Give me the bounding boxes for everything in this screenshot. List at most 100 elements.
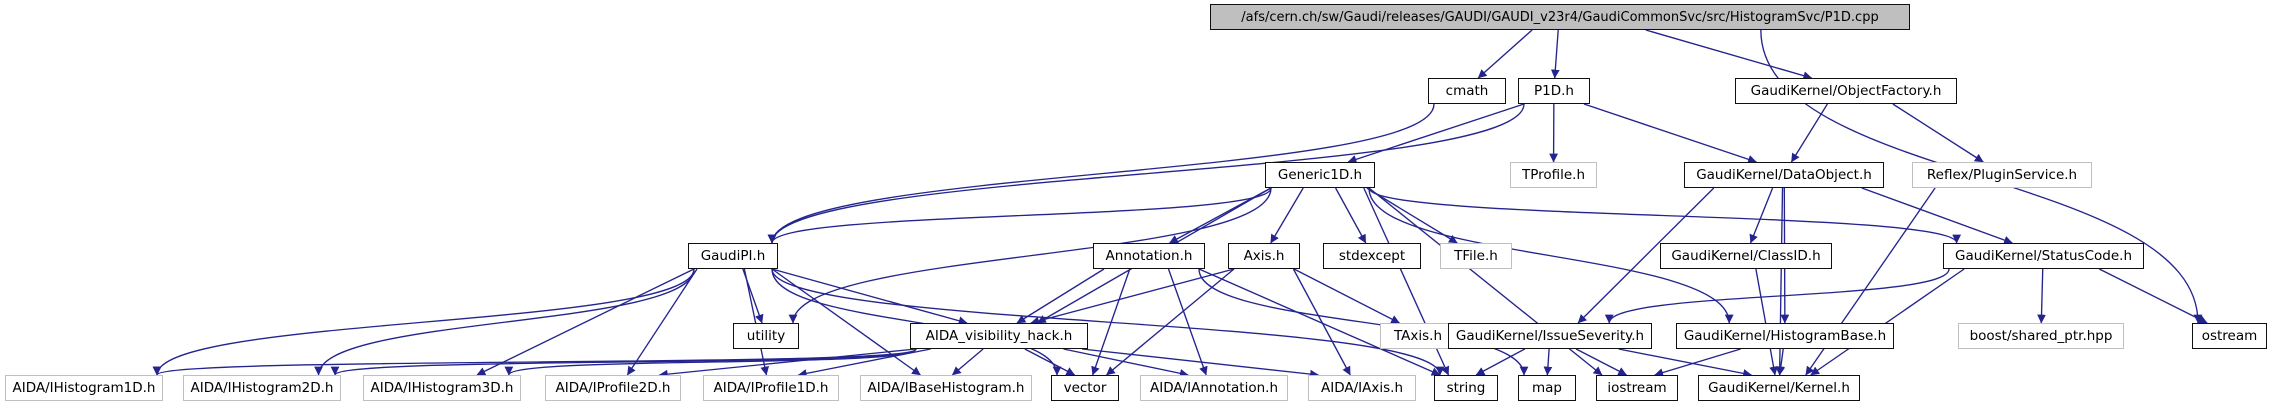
graph-edge-p1dcpp-to-objfactory: [1645, 29, 1813, 80]
graph-node-label: AIDA/IHistogram3D.h: [370, 380, 514, 396]
graph-node-ihist2d[interactable]: AIDA/IHistogram2D.h: [183, 375, 341, 401]
graph-node-utility[interactable]: utility: [733, 323, 799, 349]
graph-edge-p1dh-to-gaudipi: [767, 103, 1525, 244]
graph-edge-axish-to-iaxis: [1292, 268, 1351, 376]
graph-edge-axish-to-vector: [1106, 268, 1235, 376]
graph-edge-axish-to-avhack: [1030, 268, 1235, 326]
graph-edge-dataobject-to-issueseverity: [1577, 187, 1715, 324]
graph-node-ibasehist[interactable]: AIDA/IBaseHistogram.h: [860, 375, 1032, 401]
graph-node-stdexcept[interactable]: stdexcept: [1323, 243, 1421, 269]
graph-edge-generic1d-to-stdexcept: [1335, 187, 1367, 244]
graph-edge-statuscode-to-ostream: [2098, 268, 2208, 324]
graph-edge-generic1d-to-axish: [1270, 187, 1304, 244]
graph-node-label: GaudiKernel/DataObject.h: [1696, 167, 1872, 183]
graph-node-iostream[interactable]: iostream: [1596, 375, 1678, 401]
graph-node-p1dh[interactable]: P1D.h: [1518, 78, 1590, 104]
graph-edge-gaudipi-to-iprof1d: [743, 268, 770, 376]
graph-node-tfile[interactable]: TFile.h: [1440, 243, 1512, 269]
graph-node-iprof2d[interactable]: AIDA/IProfile2D.h: [545, 375, 681, 401]
graph-edge-annotation-to-string: [1198, 268, 1441, 376]
graph-edge-issueseverity-to-string: [1475, 348, 1526, 376]
graph-edge-objfactory-to-dataobject: [1790, 103, 1828, 163]
graph-node-p1dcpp[interactable]: /afs/cern.ch/sw/Gaudi/releases/GAUDI/GAU…: [1210, 4, 1910, 30]
graph-node-iannotation[interactable]: AIDA/IAnnotation.h: [1140, 375, 1288, 401]
graph-node-histogrambase[interactable]: GaudiKernel/HistogramBase.h: [1676, 323, 1894, 349]
graph-node-label: Reflex/PluginService.h: [1926, 167, 2078, 183]
graph-edge-p1dh-to-dataobject: [1583, 103, 1757, 164]
graph-node-label: Axis.h: [1243, 248, 1285, 264]
graph-edge-avhack-to-ihist3d: [504, 348, 917, 376]
graph-node-vector[interactable]: vector: [1051, 375, 1119, 401]
graph-node-annotation[interactable]: Annotation.h: [1093, 243, 1205, 269]
graph-node-label: GaudiKernel/ObjectFactory.h: [1750, 83, 1942, 99]
graph-node-label: GaudiKernel/StatusCode.h: [1955, 248, 2132, 264]
graph-node-issueseverity[interactable]: GaudiKernel/IssueSeverity.h: [1448, 323, 1652, 349]
graph-edge-statuscode-to-issueseverity: [1604, 268, 1950, 324]
graph-edge-annotation-to-iannotation: [1167, 268, 1208, 376]
graph-edge-p1dcpp-to-p1dh: [1550, 29, 1560, 79]
graph-node-statuscode[interactable]: GaudiKernel/StatusCode.h: [1943, 243, 2144, 269]
graph-node-label: string: [1446, 380, 1486, 396]
graph-node-label: AIDA/IProfile1D.h: [713, 380, 829, 396]
graph-edge-gaudipi-to-ihist2d: [314, 268, 695, 376]
graph-node-label: Annotation.h: [1105, 248, 1193, 264]
graph-edge-avhack-to-iaxis: [1081, 348, 1319, 379]
graph-node-taxis[interactable]: TAxis.h: [1380, 323, 1456, 349]
graph-edge-generic1d-to-utility: [788, 187, 1272, 324]
graph-node-label: AIDA/IAxis.h: [1321, 380, 1403, 396]
graph-node-ihist1d[interactable]: AIDA/IHistogram1D.h: [5, 375, 163, 401]
graph-edge-generic1d-to-statuscode: [1368, 187, 1961, 244]
graph-node-label: GaudiKernel/HistogramBase.h: [1683, 328, 1887, 344]
graph-node-classid[interactable]: GaudiKernel/ClassID.h: [1660, 243, 1832, 269]
graph-node-label: /afs/cern.ch/sw/Gaudi/releases/GAUDI/GAU…: [1241, 9, 1879, 25]
graph-node-cmath[interactable]: cmath: [1428, 78, 1506, 104]
graph-node-label: GaudiKernel/Kernel.h: [1708, 380, 1850, 396]
graph-edge-annotation-to-map: [1198, 268, 1529, 376]
graph-node-label: AIDA/IHistogram1D.h: [12, 380, 156, 396]
graph-node-string[interactable]: string: [1434, 375, 1498, 401]
graph-node-label: AIDA/IHistogram2D.h: [190, 380, 334, 396]
graph-node-ostream[interactable]: ostream: [2192, 323, 2267, 349]
graph-node-iprof1d[interactable]: AIDA/IProfile1D.h: [703, 375, 839, 401]
graph-node-kernelh[interactable]: GaudiKernel/Kernel.h: [1698, 375, 1860, 401]
graph-node-map[interactable]: map: [1518, 375, 1576, 401]
graph-node-axish[interactable]: Axis.h: [1228, 243, 1300, 269]
graph-edge-generic1d-to-histogrambase: [1368, 187, 1734, 324]
graph-node-label: Generic1D.h: [1277, 167, 1363, 183]
graph-edge-objfactory-to-pluginservice: [1892, 103, 1984, 163]
graph-edge-dataobject-to-statuscode: [1861, 187, 2013, 245]
graph-edge-generic1d-to-gaudipi: [767, 187, 1272, 244]
graph-node-ihist3d[interactable]: AIDA/IHistogram3D.h: [363, 375, 521, 401]
graph-node-pluginservice[interactable]: Reflex/PluginService.h: [1912, 162, 2092, 188]
graph-node-label: boost/shared_ptr.hpp: [1969, 328, 2113, 344]
graph-edge-p1dh-to-generic1d: [1347, 103, 1525, 164]
graph-edge-gaudipi-to-ihist1d: [152, 268, 695, 376]
graph-node-generic1d[interactable]: Generic1D.h: [1265, 162, 1375, 188]
graph-edge-avhack-to-vector: [1024, 348, 1076, 376]
graph-node-iaxis[interactable]: AIDA/IAxis.h: [1308, 375, 1416, 401]
graph-node-sharedptr[interactable]: boost/shared_ptr.hpp: [1958, 323, 2124, 349]
graph-edge-classid-to-kernelh: [1755, 268, 1778, 376]
graph-edge-axish-to-taxis: [1293, 268, 1400, 324]
graph-node-label: P1D.h: [1534, 83, 1574, 99]
graph-node-label: GaudiPI.h: [700, 248, 766, 264]
graph-edge-avhack-to-ibasehist: [951, 348, 984, 376]
graph-edge-avhack-to-iannotation: [1063, 348, 1189, 378]
graph-node-tprofile[interactable]: TProfile.h: [1510, 162, 1597, 188]
graph-node-label: GaudiKernel/IssueSeverity.h: [1455, 328, 1645, 344]
graph-edge-issueseverity-to-map: [1543, 348, 1553, 376]
graph-node-gaudipi[interactable]: GaudiPI.h: [688, 243, 778, 269]
graph-edge-p1dcpp-to-cmath: [1477, 29, 1533, 79]
graph-edge-gaudipi-to-vector: [771, 268, 1062, 376]
graph-node-label: GaudiKernel/ClassID.h: [1671, 248, 1821, 264]
graph-edge-avhack-to-iprof1d: [797, 348, 931, 378]
graph-node-label: AIDA/IBaseHistogram.h: [867, 380, 1025, 396]
graph-node-dataobject[interactable]: GaudiKernel/DataObject.h: [1684, 162, 1884, 188]
graph-node-objfactory[interactable]: GaudiKernel/ObjectFactory.h: [1735, 78, 1957, 104]
graph-edge-gaudipi-to-avhack: [771, 268, 968, 326]
graph-edge-statuscode-to-kernelh: [1810, 268, 1965, 376]
graph-node-avhack[interactable]: AIDA_visibility_hack.h: [910, 323, 1088, 349]
graph-edge-issueseverity-to-kernelh: [1618, 348, 1752, 378]
graph-edge-cmath-to-gaudipi: [767, 103, 1435, 244]
